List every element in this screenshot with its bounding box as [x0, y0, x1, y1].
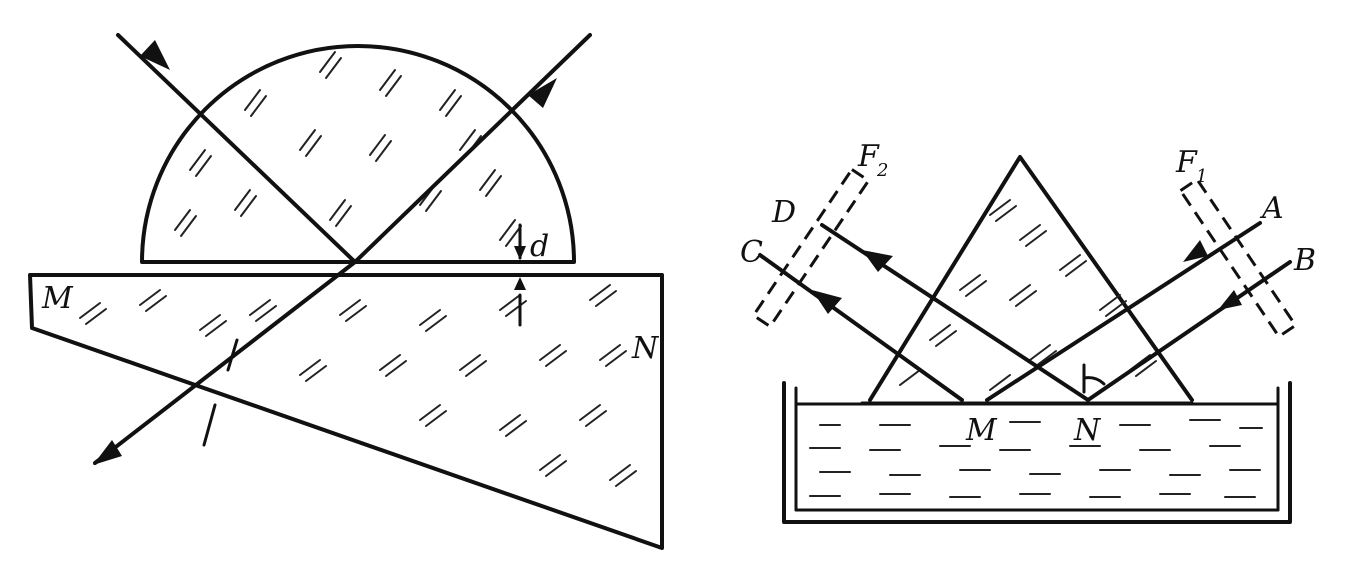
normal-line-lower: [202, 403, 217, 447]
refracted-ray: [93, 260, 357, 465]
ray-A-in: [985, 221, 1262, 402]
incident-arrow-icon: [528, 78, 557, 108]
gap-d-indicator: [514, 223, 526, 327]
ray-C-arrow-icon: [812, 290, 842, 314]
triangular-prism: [868, 155, 1194, 402]
reflected-ray: [116, 33, 357, 264]
reflected-arrow-icon: [140, 40, 170, 70]
label-A: A: [1259, 191, 1284, 226]
normal-line: [226, 338, 239, 372]
right-figure: A B C D M N F 1 F 2: [740, 139, 1316, 524]
hemisphere-hatching: [174, 51, 522, 247]
ray-D-arrow-icon: [862, 250, 893, 272]
label-F2: F: [857, 139, 880, 174]
label-F1-subscript: 1: [1196, 166, 1207, 187]
left-figure: d M N: [28, 33, 664, 550]
ray-N-to-D: [820, 223, 1090, 402]
label-M-left: M: [41, 281, 74, 316]
liquid-vessel: [782, 381, 1292, 524]
label-F2-subscript: 2: [876, 160, 888, 181]
ray-B-arrow-icon: [1218, 290, 1242, 310]
label-M-right: M: [965, 413, 998, 448]
label-F1: F: [1175, 145, 1198, 180]
filter-F1: [1178, 177, 1298, 339]
label-D: D: [771, 195, 796, 230]
ray-M-to-C: [758, 253, 964, 402]
ray-B-in: [1086, 260, 1292, 402]
angle-arc: [1082, 376, 1106, 386]
incident-ray: [353, 33, 592, 264]
label-N-right: N: [1073, 413, 1102, 448]
prism-hatching: [79, 284, 637, 487]
label-B: B: [1293, 243, 1316, 278]
label-C: C: [740, 235, 763, 270]
refracted-arrow-icon: [93, 440, 122, 465]
liquid-dashes: [809, 419, 1263, 498]
label-d: d: [530, 229, 549, 264]
hemisphere-lens: [140, 44, 576, 264]
label-N-left: N: [631, 331, 660, 366]
filter-F2: [751, 167, 871, 329]
ray-A-arrow-icon: [1183, 240, 1208, 262]
wedge-prism: [28, 273, 664, 550]
